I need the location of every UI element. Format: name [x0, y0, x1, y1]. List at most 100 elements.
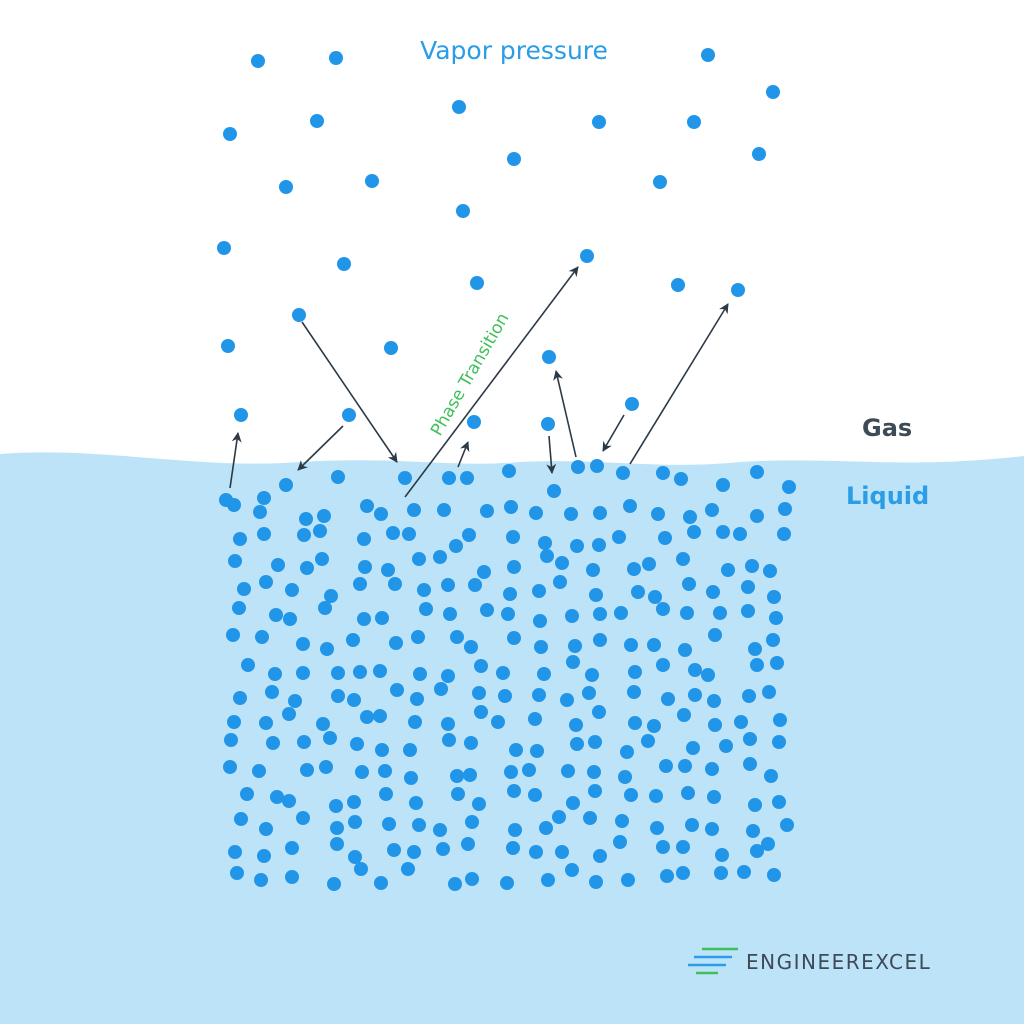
gas-molecule: [687, 115, 701, 129]
liquid-molecule: [737, 865, 751, 879]
liquid-molecule: [506, 841, 520, 855]
liquid-molecule: [674, 472, 688, 486]
liquid-molecule: [257, 849, 271, 863]
liquid-molecule: [539, 821, 553, 835]
liquid-molecule: [570, 539, 584, 553]
liquid-molecule: [443, 607, 457, 621]
liquid-molecule: [705, 503, 719, 517]
liquid-molecule: [419, 602, 433, 616]
liquid-molecule: [745, 559, 759, 573]
liquid-molecule: [413, 667, 427, 681]
liquid-molecule: [592, 538, 606, 552]
gas-molecule: [542, 350, 556, 364]
liquid-molecule: [773, 713, 787, 727]
liquid-molecule: [282, 707, 296, 721]
liquid-molecule: [614, 606, 628, 620]
liquid-molecule: [480, 603, 494, 617]
liquid-molecule: [571, 460, 585, 474]
liquid-molecule: [348, 850, 362, 864]
liquid-molecule: [329, 799, 343, 813]
liquid-molecule: [569, 718, 583, 732]
liquid-molecule: [593, 607, 607, 621]
engineerexcel-logo-icon: [688, 947, 738, 975]
liquid-molecule: [468, 578, 482, 592]
liquid-molecule: [564, 507, 578, 521]
liquid-molecule: [357, 612, 371, 626]
liquid-molecule: [566, 796, 580, 810]
liquid-molecule: [719, 739, 733, 753]
liquid-molecule: [552, 810, 566, 824]
liquid-molecule: [593, 633, 607, 647]
liquid-molecule: [496, 666, 510, 680]
liquid-molecule: [442, 733, 456, 747]
liquid-molecule: [648, 590, 662, 604]
liquid-molecule: [417, 583, 431, 597]
liquid-molecule: [767, 868, 781, 882]
liquid-molecule: [270, 790, 284, 804]
liquid-molecule: [353, 577, 367, 591]
liquid-molecule: [686, 741, 700, 755]
liquid-molecule: [528, 788, 542, 802]
liquid-molecule: [764, 769, 778, 783]
liquid-molecule: [373, 664, 387, 678]
liquid-molecule: [748, 642, 762, 656]
liquid-molecule: [624, 788, 638, 802]
liquid-molecule: [232, 601, 246, 615]
liquid-molecule: [347, 795, 361, 809]
liquid-molecule: [398, 471, 412, 485]
liquid-molecule: [224, 733, 238, 747]
liquid-molecule: [743, 757, 757, 771]
liquid-molecule: [382, 817, 396, 831]
liquid-molecule: [641, 734, 655, 748]
liquid-molecule: [375, 743, 389, 757]
liquid-molecule: [750, 658, 764, 672]
liquid-molecule: [360, 710, 374, 724]
liquid-molecule: [464, 736, 478, 750]
gas-molecule: [541, 417, 555, 431]
motion-arrow: [404, 266, 579, 498]
gas-molecule: [217, 241, 231, 255]
liquid-molecule: [534, 640, 548, 654]
gas-molecule: [507, 152, 521, 166]
liquid-molecule: [252, 764, 266, 778]
liquid-molecule: [313, 524, 327, 538]
liquid-molecule: [650, 821, 664, 835]
liquid-molecule: [441, 669, 455, 683]
liquid-molecule: [299, 512, 313, 526]
gas-molecule: [467, 415, 481, 429]
liquid-molecule: [412, 818, 426, 832]
liquid-molecule: [226, 628, 240, 642]
liquid-molecule: [390, 683, 404, 697]
liquid-molecule: [763, 564, 777, 578]
liquid-molecule: [631, 585, 645, 599]
liquid-molecule: [642, 557, 656, 571]
liquid-molecule: [528, 712, 542, 726]
molecule-motion-arrows: [229, 266, 729, 498]
liquid-molecule: [234, 812, 248, 826]
motion-arrow: [301, 321, 398, 463]
liquid-molecule: [705, 762, 719, 776]
liquid-molecule: [680, 606, 694, 620]
liquid-molecule: [434, 682, 448, 696]
liquid-molecule: [227, 498, 241, 512]
liquid-molecule: [565, 863, 579, 877]
liquid-molecule: [540, 549, 554, 563]
liquid-molecule: [381, 563, 395, 577]
liquid-molecule: [714, 866, 728, 880]
liquid-molecule: [777, 527, 791, 541]
liquid-molecule: [555, 556, 569, 570]
liquid-molecule: [498, 689, 512, 703]
liquid-molecule: [532, 688, 546, 702]
liquid-molecule: [300, 561, 314, 575]
gas-molecule: [671, 278, 685, 292]
liquid-molecule: [233, 691, 247, 705]
liquid-molecule: [677, 708, 691, 722]
liquid-molecule: [647, 719, 661, 733]
liquid-molecule: [288, 694, 302, 708]
liquid-molecule: [782, 480, 796, 494]
liquid-molecule: [223, 760, 237, 774]
liquid-molecule: [566, 655, 580, 669]
liquid-molecule: [623, 499, 637, 513]
liquid-molecule: [279, 478, 293, 492]
liquid-molecule: [615, 814, 629, 828]
